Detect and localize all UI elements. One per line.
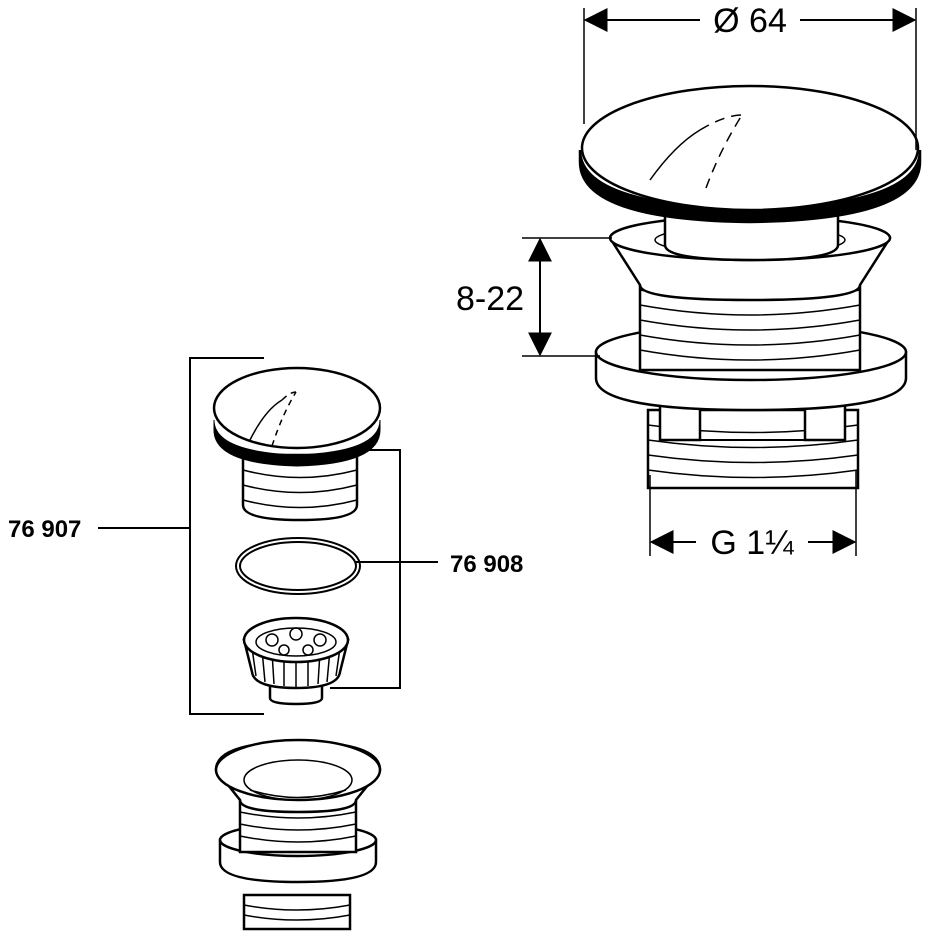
dim-label-height: 8-22 — [456, 280, 524, 318]
callout-76907: 76 907 — [8, 357, 264, 715]
dim-label-diameter: Ø 64 — [713, 2, 787, 40]
dimension-thread: G 1¼ — [649, 470, 857, 562]
part-number-76907: 76 907 — [8, 516, 81, 543]
dimension-cap-diameter: Ø 64 — [583, 2, 917, 150]
callout-76908: 76 908 — [330, 449, 523, 689]
dimension-height: 8-22 — [456, 237, 612, 357]
lower-thread — [646, 400, 860, 490]
assembled-waste — [578, 84, 922, 490]
exploded-cap — [212, 366, 382, 522]
exploded-body — [214, 738, 382, 931]
exploded-basket — [242, 616, 350, 706]
dim-label-thread: G 1¼ — [710, 524, 794, 562]
part-number-76908: 76 908 — [450, 551, 523, 578]
cap — [578, 84, 922, 224]
exploded-view — [212, 366, 382, 931]
exploded-seal-ring — [235, 537, 361, 595]
